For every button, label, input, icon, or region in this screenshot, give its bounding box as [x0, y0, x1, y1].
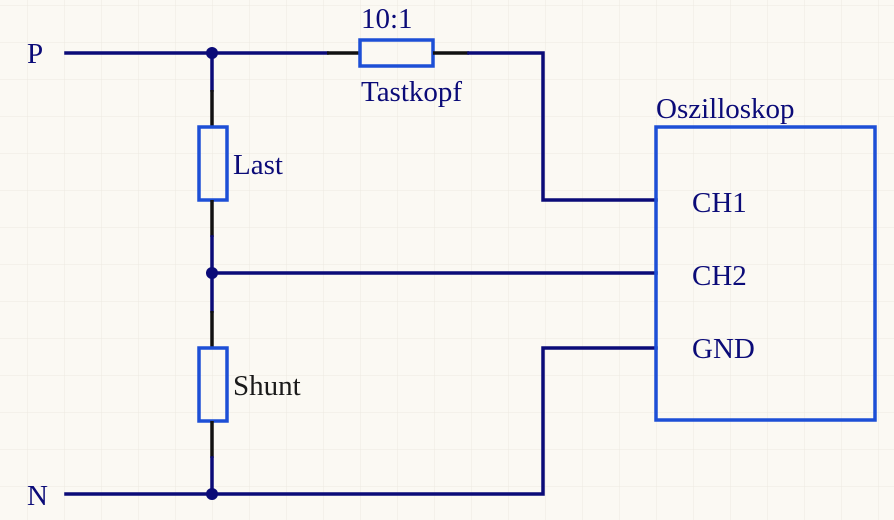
junction-dot-middle	[206, 267, 218, 279]
channel-ch2-label: CH2	[692, 260, 747, 292]
probe-name-label: Tastkopf	[361, 76, 462, 108]
terminal-p-label: P	[27, 38, 43, 70]
channel-ch1-label: CH1	[692, 187, 747, 219]
channel-gnd-label: GND	[692, 333, 755, 365]
oscilloscope-title: Oszilloskop	[656, 93, 795, 125]
junction-dot-top	[206, 47, 218, 59]
n-rail-gnd-wire	[64, 346, 658, 496]
probe-ratio-label: 10:1	[361, 3, 413, 35]
load-label: Last	[233, 149, 283, 181]
shunt-label: Shunt	[233, 370, 301, 402]
ch1-wire	[467, 51, 658, 202]
oscilloscope-box	[654, 125, 877, 422]
junction-dot-bottom	[206, 488, 218, 500]
terminal-n-label: N	[27, 480, 48, 512]
